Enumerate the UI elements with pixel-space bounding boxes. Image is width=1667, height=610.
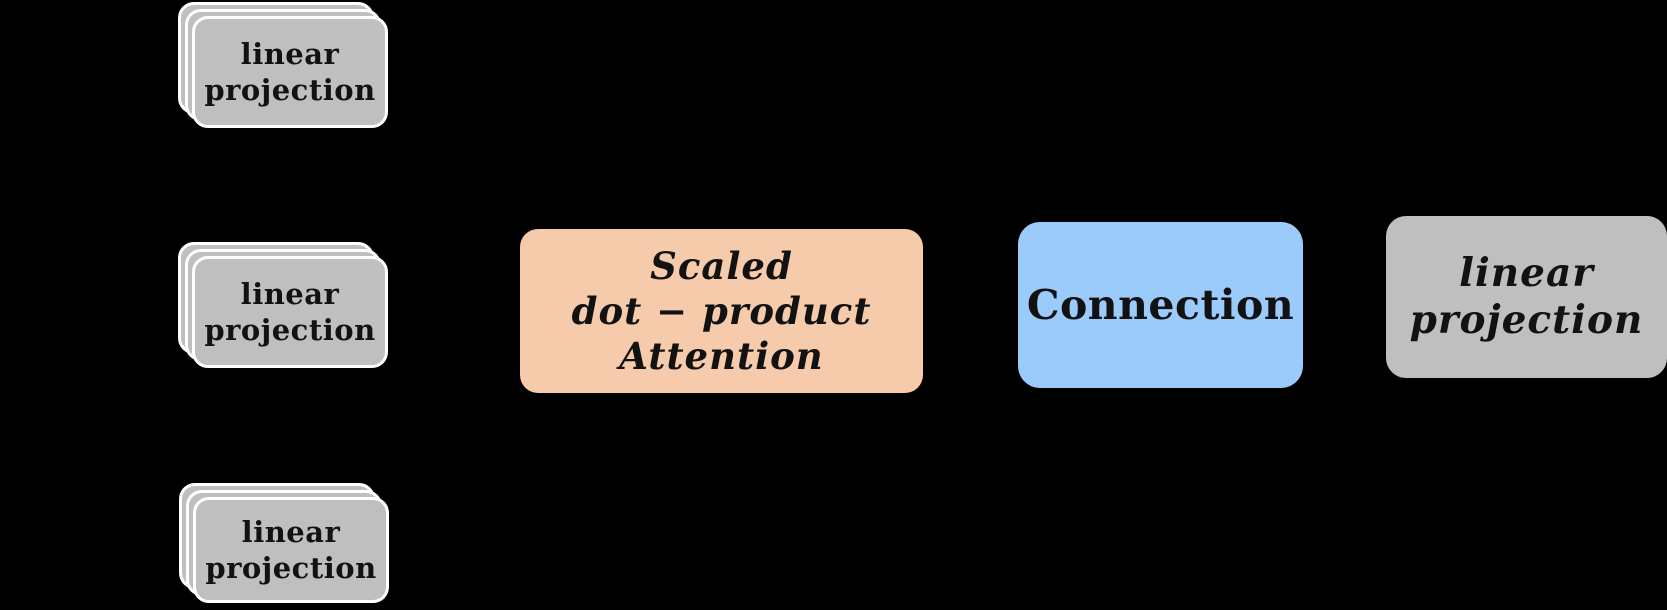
label-line: linear [1459,250,1594,296]
label-line: dot − product [571,288,872,333]
label-line: linear [241,515,341,549]
linear-projection-stack-middle: linear projection [178,242,388,368]
attention-label: Scaled dot − product Attention [572,244,872,379]
connection-box: Connection [1018,222,1303,388]
linear-projection-stack-top: linear projection [178,2,388,128]
connection-label: Connection [1026,281,1295,329]
label-line: projection [204,313,376,347]
label-line: Attention [619,333,824,378]
output-projection-label: linear projection [1410,250,1644,344]
label-line: Scaled [650,243,793,288]
label-line: projection [204,73,376,107]
output-linear-projection-box: linear projection [1386,216,1667,378]
linear-projection-stack-bottom: linear projection [179,483,389,603]
label-line: projection [1409,297,1644,343]
linear-projection-label: linear projection [204,276,375,348]
linear-projection-label: linear projection [205,514,376,586]
linear-projection-label: linear projection [204,36,375,108]
label-line: projection [205,551,377,585]
label-line: linear [240,277,340,311]
label-line: linear [240,37,340,71]
stack-card-front: linear projection [193,497,389,603]
scaled-dot-product-attention-box: Scaled dot − product Attention [520,229,923,393]
stack-card-front: linear projection [192,16,388,128]
stack-card-front: linear projection [192,256,388,368]
